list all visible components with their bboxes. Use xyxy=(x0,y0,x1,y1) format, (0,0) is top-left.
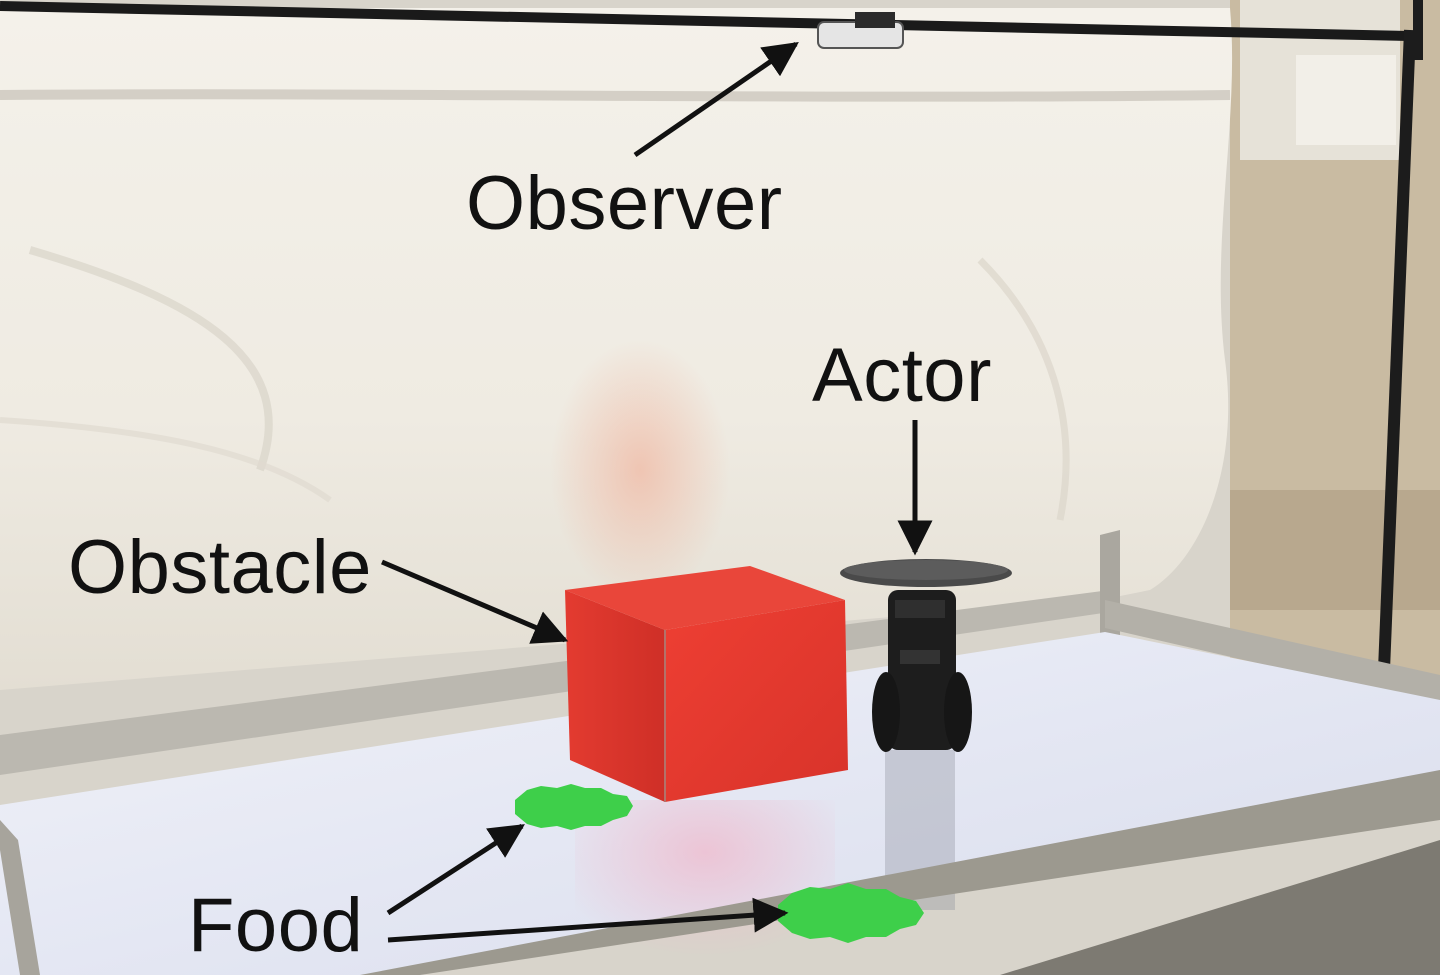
actor-robot-wheel-right xyxy=(944,672,972,752)
arrow-observer xyxy=(633,41,799,158)
actor-robot-wheel-left xyxy=(872,672,900,752)
arrow-food-2 xyxy=(387,897,789,943)
label-food: Food xyxy=(188,883,364,968)
frame-front-rail xyxy=(0,820,40,975)
actor-robot-body xyxy=(888,590,956,750)
frame-right-rail xyxy=(1105,600,1440,705)
food-patch-2 xyxy=(778,883,924,943)
arrow-food-1 xyxy=(386,823,525,916)
label-obstacle: Obstacle xyxy=(68,525,372,610)
obstacle-box-front xyxy=(665,600,848,802)
label-actor: Actor xyxy=(812,333,992,418)
camera-rail xyxy=(0,1,1411,41)
arrow-obstacle xyxy=(381,559,569,644)
food-patch-1 xyxy=(515,784,633,830)
obstacle-box-top xyxy=(565,566,845,630)
camera-stand xyxy=(1378,29,1416,671)
label-observer: Observer xyxy=(466,161,783,246)
obstacle-box-side xyxy=(565,590,665,802)
light-glow xyxy=(550,340,730,600)
